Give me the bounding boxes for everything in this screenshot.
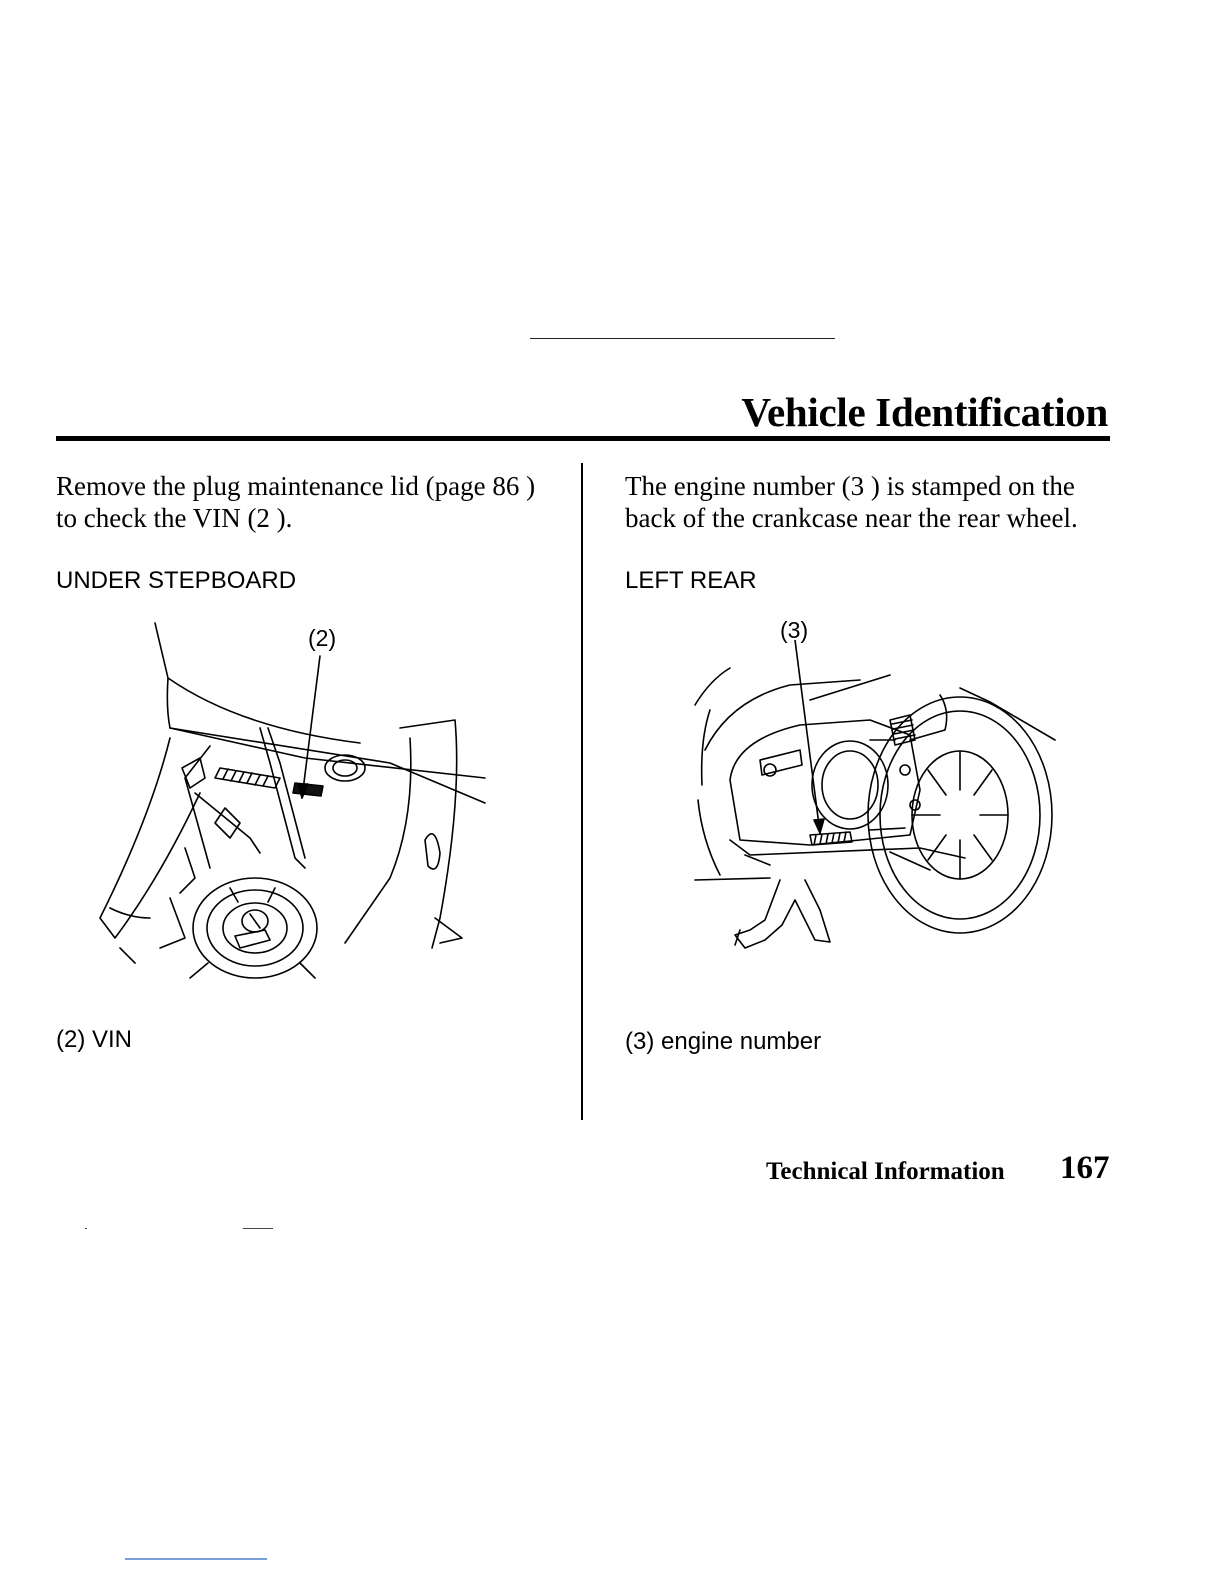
vin-callout: (2)	[308, 625, 336, 652]
top-rule	[530, 338, 835, 339]
scan-mark-blue	[125, 1558, 267, 1560]
left-rear-illustration	[690, 640, 1070, 960]
right-paragraph: The engine number (3 ) is stamped on the…	[625, 470, 1105, 534]
under-stepboard-illustration	[90, 618, 490, 988]
scan-mark	[85, 1228, 87, 1229]
right-figure-heading: LEFT REAR	[625, 567, 757, 595]
right-figure-caption: (3) engine number	[625, 1028, 821, 1056]
column-divider	[581, 463, 583, 1120]
engine-number-callout: (3)	[780, 617, 808, 644]
header-bar	[56, 436, 1110, 441]
left-paragraph: Remove the plug maintenance lid (page 86…	[56, 470, 556, 534]
footer-section-title: Technical Information	[766, 1158, 1005, 1186]
scan-mark	[243, 1228, 273, 1229]
left-figure-heading: UNDER STEPBOARD	[56, 567, 296, 595]
page-title: Vehicle Identification	[741, 388, 1108, 436]
page-number: 167	[1060, 1150, 1110, 1187]
left-figure-caption: (2) VIN	[56, 1026, 132, 1054]
